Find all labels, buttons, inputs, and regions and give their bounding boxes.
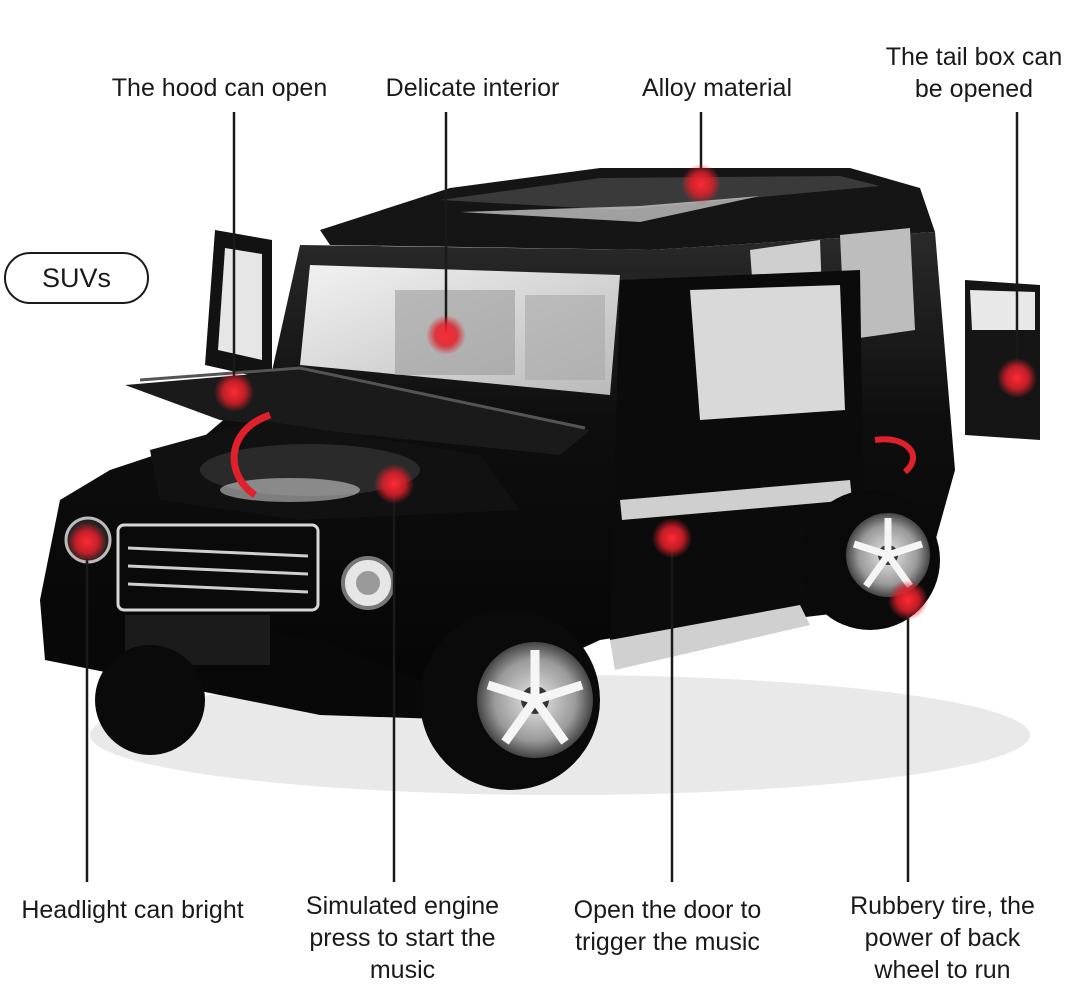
callout-engine: Simulated engine press to start the musi… [305, 892, 500, 984]
marker-interior [426, 315, 466, 355]
callout-interior: Delicate interior [385, 74, 560, 102]
marker-tailbox [997, 358, 1037, 398]
callout-tire: Rubbery tire, the power of back wheel to… [850, 892, 1035, 984]
marker-hood [214, 372, 254, 412]
callout-tailbox: The tail box can be opened [885, 43, 1063, 103]
marker-engine [374, 464, 414, 504]
marker-tire [888, 580, 928, 620]
callout-alloy: Alloy material [641, 74, 793, 102]
callout-door: Open the door to trigger the music [573, 896, 762, 956]
marker-headlight [67, 522, 107, 562]
front-wheel [420, 610, 600, 790]
callout-headlight: Headlight can bright [21, 896, 244, 924]
marker-door [652, 518, 692, 558]
marker-alloy [681, 164, 721, 204]
callout-hood: The hood can open [111, 74, 328, 102]
suvs-tag: SUVs [4, 252, 149, 304]
